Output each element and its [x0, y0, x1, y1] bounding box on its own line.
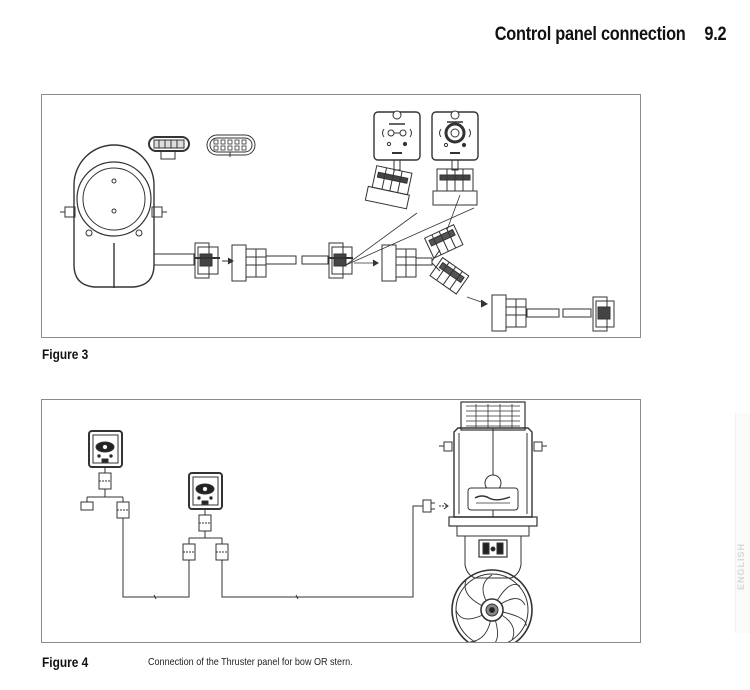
- figure-3-drawing: [60, 110, 615, 332]
- cable-end-connector-icon: [491, 294, 615, 332]
- plug-connector-icon: [194, 242, 220, 279]
- thruster-motor-icon: [60, 144, 167, 288]
- y-splitter-icon: [423, 194, 488, 308]
- section-title: Control panel connection: [494, 24, 686, 45]
- figure-4-drawing: [80, 401, 547, 642]
- figure-4-diagram: [41, 399, 641, 643]
- cable-connector-chain-icon: [153, 207, 475, 282]
- section-number: 9.2: [704, 24, 726, 45]
- socket-connector-icon: [381, 244, 417, 282]
- control-panel-2-icon: [182, 472, 229, 561]
- control-panel-1-icon: [80, 430, 130, 519]
- cable-line-icon: [122, 499, 449, 600]
- connector-10pin-icon: [206, 134, 256, 157]
- control-panel-single-icon: [364, 110, 421, 210]
- language-side-tab: ENGLISH: [735, 413, 750, 633]
- figure-4-caption: Connection of the Thruster panel for bow…: [148, 656, 353, 668]
- propeller-icon: [451, 569, 533, 642]
- connector-6pin-icon: [148, 136, 190, 160]
- socket-connector-icon: [231, 244, 267, 282]
- page-header: Control panel connection 9.2: [494, 24, 726, 46]
- control-panel-joystick-icon: [431, 110, 479, 206]
- thruster-unit-icon: [439, 401, 547, 579]
- figure-4-label: Figure 4: [42, 654, 89, 670]
- figure-3-diagram: [41, 94, 641, 338]
- plug-connector-icon: [328, 242, 353, 279]
- side-tab-label: ENGLISH: [736, 543, 746, 591]
- figure-3-label: Figure 3: [42, 346, 89, 362]
